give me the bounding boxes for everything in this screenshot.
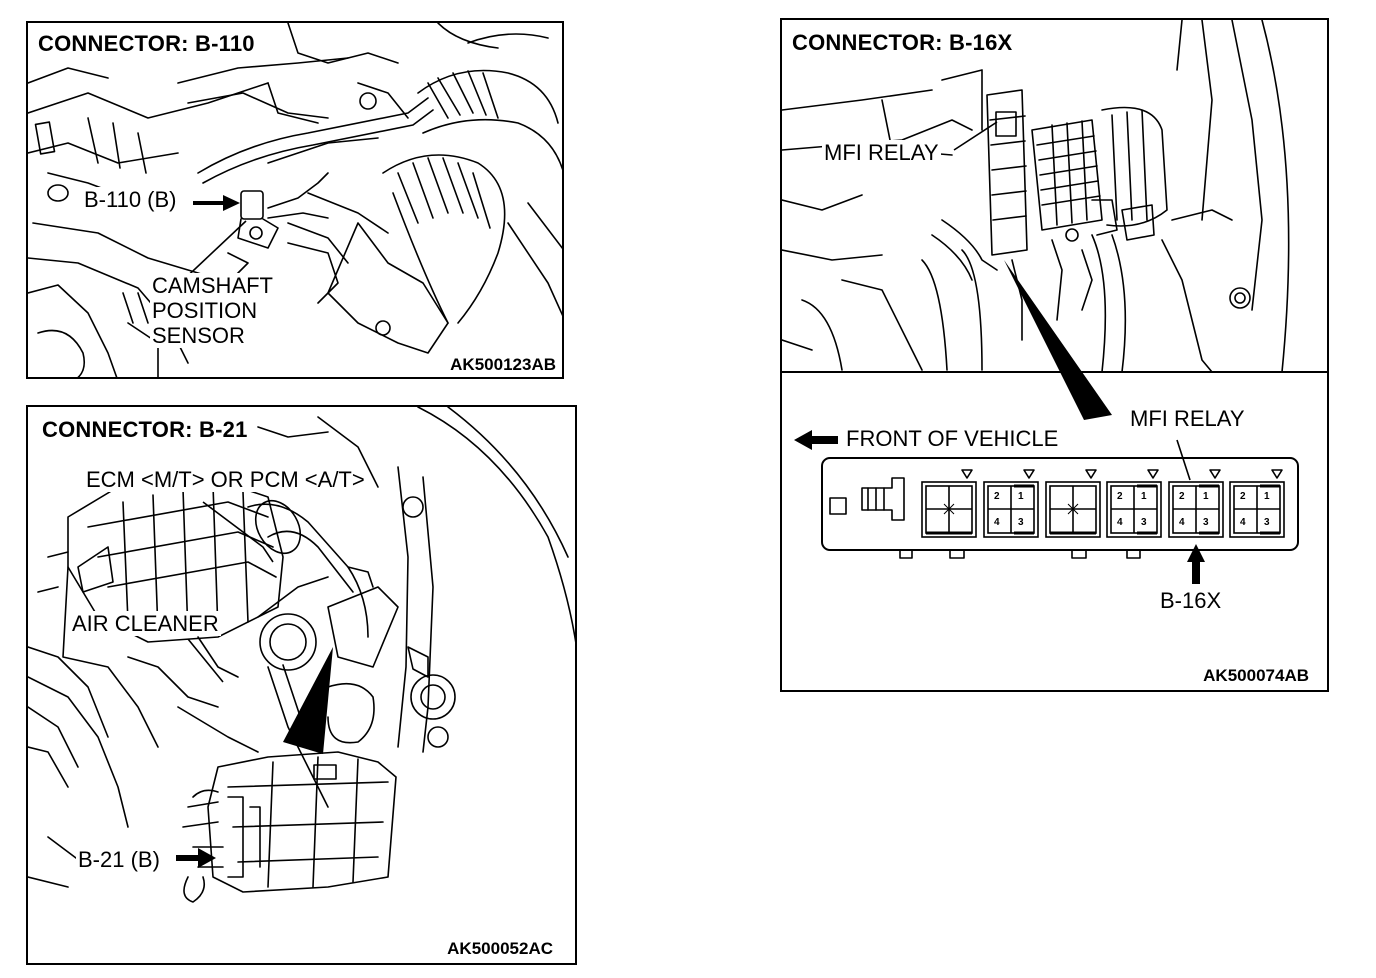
panel-title: CONNECTOR: B-21 xyxy=(40,417,250,443)
front-of-vehicle-label: FRONT OF VEHICLE xyxy=(846,426,1059,451)
relay-label-bottom: MFI RELAY xyxy=(1128,406,1247,431)
relay-socket xyxy=(921,481,977,538)
arrow-icon xyxy=(176,848,216,868)
pin-number: 4 xyxy=(994,517,1000,528)
panel-connector-b21: CONNECTOR: B-21 ECM <M/T> OR PCM <A/T> A… xyxy=(26,405,577,965)
pin-number: 1 xyxy=(1203,491,1209,502)
connector-label: B-110 (B) xyxy=(82,187,179,212)
pin-number: 1 xyxy=(1018,491,1024,502)
engine-drawing-b110 xyxy=(28,23,562,377)
arrow-up-icon xyxy=(1187,544,1205,584)
relay-socket-numbered xyxy=(983,481,1039,538)
callout-triangle xyxy=(794,121,1205,584)
pin-number: 4 xyxy=(1179,517,1185,528)
pin-number: 3 xyxy=(1018,517,1024,528)
figure-code: AK500123AB xyxy=(448,355,558,375)
relay-box-drawing xyxy=(782,20,1327,559)
connector-label: B-16X xyxy=(1158,588,1224,613)
panel-connector-b16x: 2 1 4 3 2 1 4 3 2 1 4 3 2 1 4 3 CONNECTO… xyxy=(780,18,1329,692)
pin-number: 3 xyxy=(1203,517,1209,528)
sensor-label-line: POSITION xyxy=(150,298,275,323)
relay-socket xyxy=(1045,481,1101,538)
air-cleaner-label: AIR CLEANER xyxy=(70,611,221,636)
figure-code: AK500052AC xyxy=(445,939,555,959)
sensor-label: CAMSHAFT POSITION SENSOR xyxy=(150,273,275,348)
sensor-label-line: CAMSHAFT xyxy=(150,273,275,298)
panel-title: CONNECTOR: B-16X xyxy=(790,30,1015,56)
pin-number: 1 xyxy=(1264,491,1270,502)
relay-socket-numbered xyxy=(1229,481,1285,538)
relay-socket-numbered xyxy=(1106,481,1162,538)
pin-number: 1 xyxy=(1141,491,1147,502)
pin-number: 2 xyxy=(994,491,1000,502)
panel-title: CONNECTOR: B-110 xyxy=(36,31,257,57)
pin-number: 4 xyxy=(1240,517,1246,528)
pin-number: 2 xyxy=(1240,491,1246,502)
relay-socket-numbered-target xyxy=(1168,481,1224,538)
ecm-label: ECM <M/T> OR PCM <A/T> xyxy=(84,467,367,492)
pin-number: 4 xyxy=(1117,517,1123,528)
relay-label-top: MFI RELAY xyxy=(822,140,941,165)
figure-code: AK500074AB xyxy=(1201,666,1311,686)
callout-triangle xyxy=(176,501,333,868)
arrow-left-icon xyxy=(794,430,838,450)
pin-number: 2 xyxy=(1179,491,1185,502)
connector-label: B-21 (B) xyxy=(76,847,162,872)
pin-number: 3 xyxy=(1264,517,1270,528)
pin-number: 2 xyxy=(1117,491,1123,502)
relay-sockets xyxy=(921,481,1285,538)
sensor-label-line: SENSOR xyxy=(150,323,275,348)
panel-connector-b110: CONNECTOR: B-110 B-110 (B) CAMSHAFT POSI… xyxy=(26,21,564,379)
pin-number: 3 xyxy=(1141,517,1147,528)
